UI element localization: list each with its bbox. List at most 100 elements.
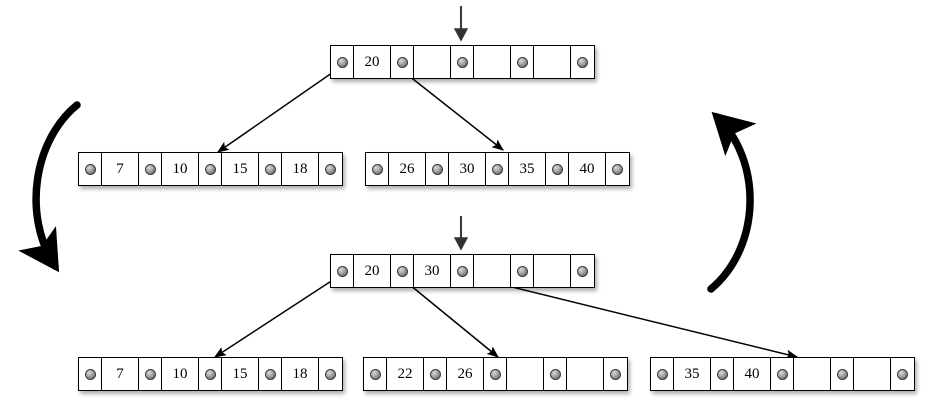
pointer-cell[interactable] bbox=[571, 46, 594, 78]
pointer-dot-icon bbox=[549, 368, 561, 380]
pointer-dot-icon bbox=[516, 56, 528, 68]
pointer-cell[interactable] bbox=[426, 153, 449, 185]
key-cell[interactable]: 35 bbox=[674, 358, 711, 390]
child-edge-top-2 bbox=[398, 67, 504, 151]
leaf-after-right[interactable]: 35 40 bbox=[650, 357, 915, 391]
pointer-cell[interactable] bbox=[139, 358, 162, 390]
pointer-dot-icon bbox=[369, 368, 381, 380]
key-cell[interactable]: 40 bbox=[734, 358, 771, 390]
root-node-after[interactable]: 20 30 bbox=[330, 254, 595, 288]
pointer-cell[interactable] bbox=[771, 358, 794, 390]
leaf-before-right[interactable]: 26 30 35 40 bbox=[365, 152, 630, 186]
pointer-cell[interactable] bbox=[391, 46, 414, 78]
pointer-dot-icon bbox=[776, 368, 788, 380]
pointer-cell[interactable] bbox=[424, 358, 447, 390]
pointer-dot-icon bbox=[144, 163, 156, 175]
key-cell[interactable]: 10 bbox=[162, 153, 199, 185]
pointer-dot-icon bbox=[491, 163, 503, 175]
pointer-dot-icon bbox=[551, 163, 563, 175]
key-cell-empty[interactable] bbox=[474, 255, 511, 287]
pointer-cell[interactable] bbox=[199, 358, 222, 390]
pointer-cell[interactable] bbox=[606, 153, 629, 185]
key-cell[interactable]: 20 bbox=[354, 255, 391, 287]
key-cell[interactable]: 15 bbox=[222, 358, 259, 390]
pointer-cell[interactable] bbox=[331, 46, 354, 78]
pointer-cell[interactable] bbox=[511, 46, 534, 78]
pointer-cell[interactable] bbox=[391, 255, 414, 287]
pointer-cell[interactable] bbox=[891, 358, 914, 390]
pointer-cell[interactable] bbox=[484, 358, 507, 390]
pointer-dot-icon bbox=[456, 265, 468, 277]
leaf-after-middle[interactable]: 22 26 bbox=[363, 357, 628, 391]
pointer-dot-icon bbox=[264, 163, 276, 175]
key-cell-empty[interactable] bbox=[567, 358, 604, 390]
pointer-cell[interactable] bbox=[486, 153, 509, 185]
key-cell-empty[interactable] bbox=[534, 255, 571, 287]
root-node-before[interactable]: 20 bbox=[330, 45, 595, 79]
pointer-dot-icon bbox=[204, 368, 216, 380]
pointer-cell[interactable] bbox=[319, 358, 342, 390]
pointer-cell[interactable] bbox=[364, 358, 387, 390]
key-cell[interactable]: 7 bbox=[102, 153, 139, 185]
leaf-after-left[interactable]: 7 10 15 18 bbox=[78, 357, 343, 391]
pointer-cell[interactable] bbox=[366, 153, 389, 185]
pointer-cell[interactable] bbox=[199, 153, 222, 185]
pointer-dot-icon bbox=[577, 56, 588, 68]
key-cell[interactable]: 18 bbox=[282, 153, 319, 185]
pointer-dot-icon bbox=[431, 163, 443, 175]
key-cell[interactable]: 30 bbox=[449, 153, 486, 185]
key-cell[interactable]: 30 bbox=[414, 255, 451, 287]
key-cell[interactable]: 20 bbox=[354, 46, 391, 78]
key-cell[interactable]: 40 bbox=[569, 153, 606, 185]
pointer-cell[interactable] bbox=[259, 153, 282, 185]
key-cell-empty[interactable] bbox=[507, 358, 544, 390]
key-cell[interactable]: 26 bbox=[389, 153, 426, 185]
pointer-cell[interactable] bbox=[604, 358, 627, 390]
key-cell[interactable]: 35 bbox=[509, 153, 546, 185]
pointer-cell[interactable] bbox=[571, 255, 594, 287]
pointer-cell[interactable] bbox=[139, 153, 162, 185]
key-cell[interactable]: 7 bbox=[102, 358, 139, 390]
key-cell-empty[interactable] bbox=[534, 46, 571, 78]
pointer-dot-icon bbox=[577, 265, 588, 277]
pointer-cell[interactable] bbox=[319, 153, 342, 185]
pointer-dot-icon bbox=[836, 368, 848, 380]
pointer-dot-icon bbox=[204, 163, 216, 175]
child-edge-bottom-2 bbox=[398, 275, 499, 358]
key-cell-empty[interactable] bbox=[794, 358, 831, 390]
pointer-dot-icon bbox=[264, 368, 276, 380]
pointer-dot-icon bbox=[84, 163, 96, 175]
key-cell-empty[interactable] bbox=[474, 46, 511, 78]
key-cell[interactable]: 15 bbox=[222, 153, 259, 185]
pointer-cell[interactable] bbox=[511, 255, 534, 287]
pointer-cell[interactable] bbox=[259, 358, 282, 390]
pointer-dot-icon bbox=[144, 368, 156, 380]
pointer-dot-icon bbox=[897, 368, 908, 380]
pointer-cell[interactable] bbox=[79, 153, 102, 185]
pointer-cell[interactable] bbox=[831, 358, 854, 390]
pointer-cell[interactable] bbox=[451, 46, 474, 78]
pointer-cell[interactable] bbox=[711, 358, 734, 390]
key-cell[interactable]: 18 bbox=[282, 358, 319, 390]
key-cell[interactable]: 22 bbox=[387, 358, 424, 390]
pointer-cell[interactable] bbox=[651, 358, 674, 390]
pointer-dot-icon bbox=[371, 163, 383, 175]
child-edge-top-1 bbox=[217, 67, 340, 153]
pointer-cell[interactable] bbox=[451, 255, 474, 287]
key-cell[interactable]: 26 bbox=[447, 358, 484, 390]
pointer-dot-icon bbox=[429, 368, 441, 380]
pointer-dot-icon bbox=[325, 368, 336, 380]
key-cell[interactable]: 10 bbox=[162, 358, 199, 390]
pointer-dot-icon bbox=[516, 265, 528, 277]
pointer-cell[interactable] bbox=[79, 358, 102, 390]
key-cell-empty[interactable] bbox=[414, 46, 451, 78]
leaf-before-left[interactable]: 7 10 15 18 bbox=[78, 152, 343, 186]
pointer-dot-icon bbox=[396, 56, 408, 68]
pointer-dot-icon bbox=[612, 163, 623, 175]
pointer-cell[interactable] bbox=[544, 358, 567, 390]
key-cell-empty[interactable] bbox=[854, 358, 891, 390]
pointer-cell[interactable] bbox=[546, 153, 569, 185]
pointer-dot-icon bbox=[489, 368, 501, 380]
pointer-cell[interactable] bbox=[331, 255, 354, 287]
